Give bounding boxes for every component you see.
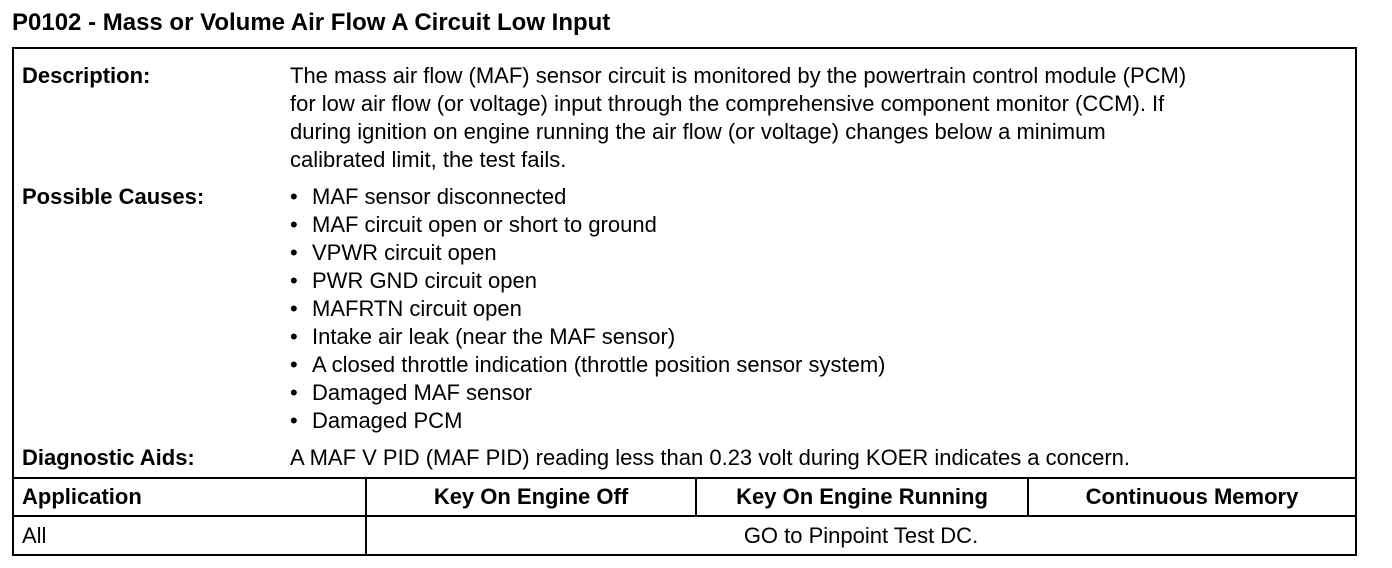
- description-line: calibrated limit, the test fails.: [290, 147, 567, 172]
- description-text: The mass air flow (MAF) sensor circuit i…: [290, 62, 1341, 174]
- description-line: for low air flow (or voltage) input thro…: [290, 91, 1165, 116]
- column-divider: [1027, 477, 1029, 517]
- possible-causes-list: MAF sensor disconnected MAF circuit open…: [290, 183, 1341, 435]
- header-continuous-memory: Continuous Memory: [1085, 484, 1299, 509]
- diagnostic-aids-label: Diagnostic Aids:: [22, 445, 195, 470]
- column-divider: [695, 477, 697, 517]
- list-item: VPWR circuit open: [290, 239, 1341, 267]
- cell-action: GO to Pinpoint Test DC.: [743, 523, 979, 548]
- dtc-info-table: Description: The mass air flow (MAF) sen…: [12, 47, 1357, 556]
- description-line: The mass air flow (MAF) sensor circuit i…: [290, 63, 1187, 88]
- description-line: during ignition on engine running the ai…: [290, 119, 1106, 144]
- list-item: PWR GND circuit open: [290, 267, 1341, 295]
- list-item: MAF circuit open or short to ground: [290, 211, 1341, 239]
- header-key-on-engine-off: Key On Engine Off: [433, 484, 629, 509]
- list-item: Damaged PCM: [290, 407, 1341, 435]
- table-divider: [14, 515, 1355, 517]
- diagnostic-aids-text: A MAF V PID (MAF PID) reading less than …: [290, 445, 1131, 470]
- list-item: MAF sensor disconnected: [290, 183, 1341, 211]
- description-label: Description:: [22, 63, 151, 88]
- header-key-on-engine-running: Key On Engine Running: [736, 484, 988, 509]
- header-application: Application: [22, 484, 142, 509]
- cell-application: All: [22, 523, 47, 548]
- list-item: Damaged MAF sensor: [290, 379, 1341, 407]
- page-title: P0102 - Mass or Volume Air Flow A Circui…: [12, 9, 611, 36]
- list-item: MAFRTN circuit open: [290, 295, 1341, 323]
- table-divider: [14, 477, 1355, 479]
- list-item: Intake air leak (near the MAF sensor): [290, 323, 1341, 351]
- column-divider: [365, 477, 367, 556]
- list-item: A closed throttle indication (throttle p…: [290, 351, 1341, 379]
- possible-causes-label: Possible Causes:: [22, 184, 205, 209]
